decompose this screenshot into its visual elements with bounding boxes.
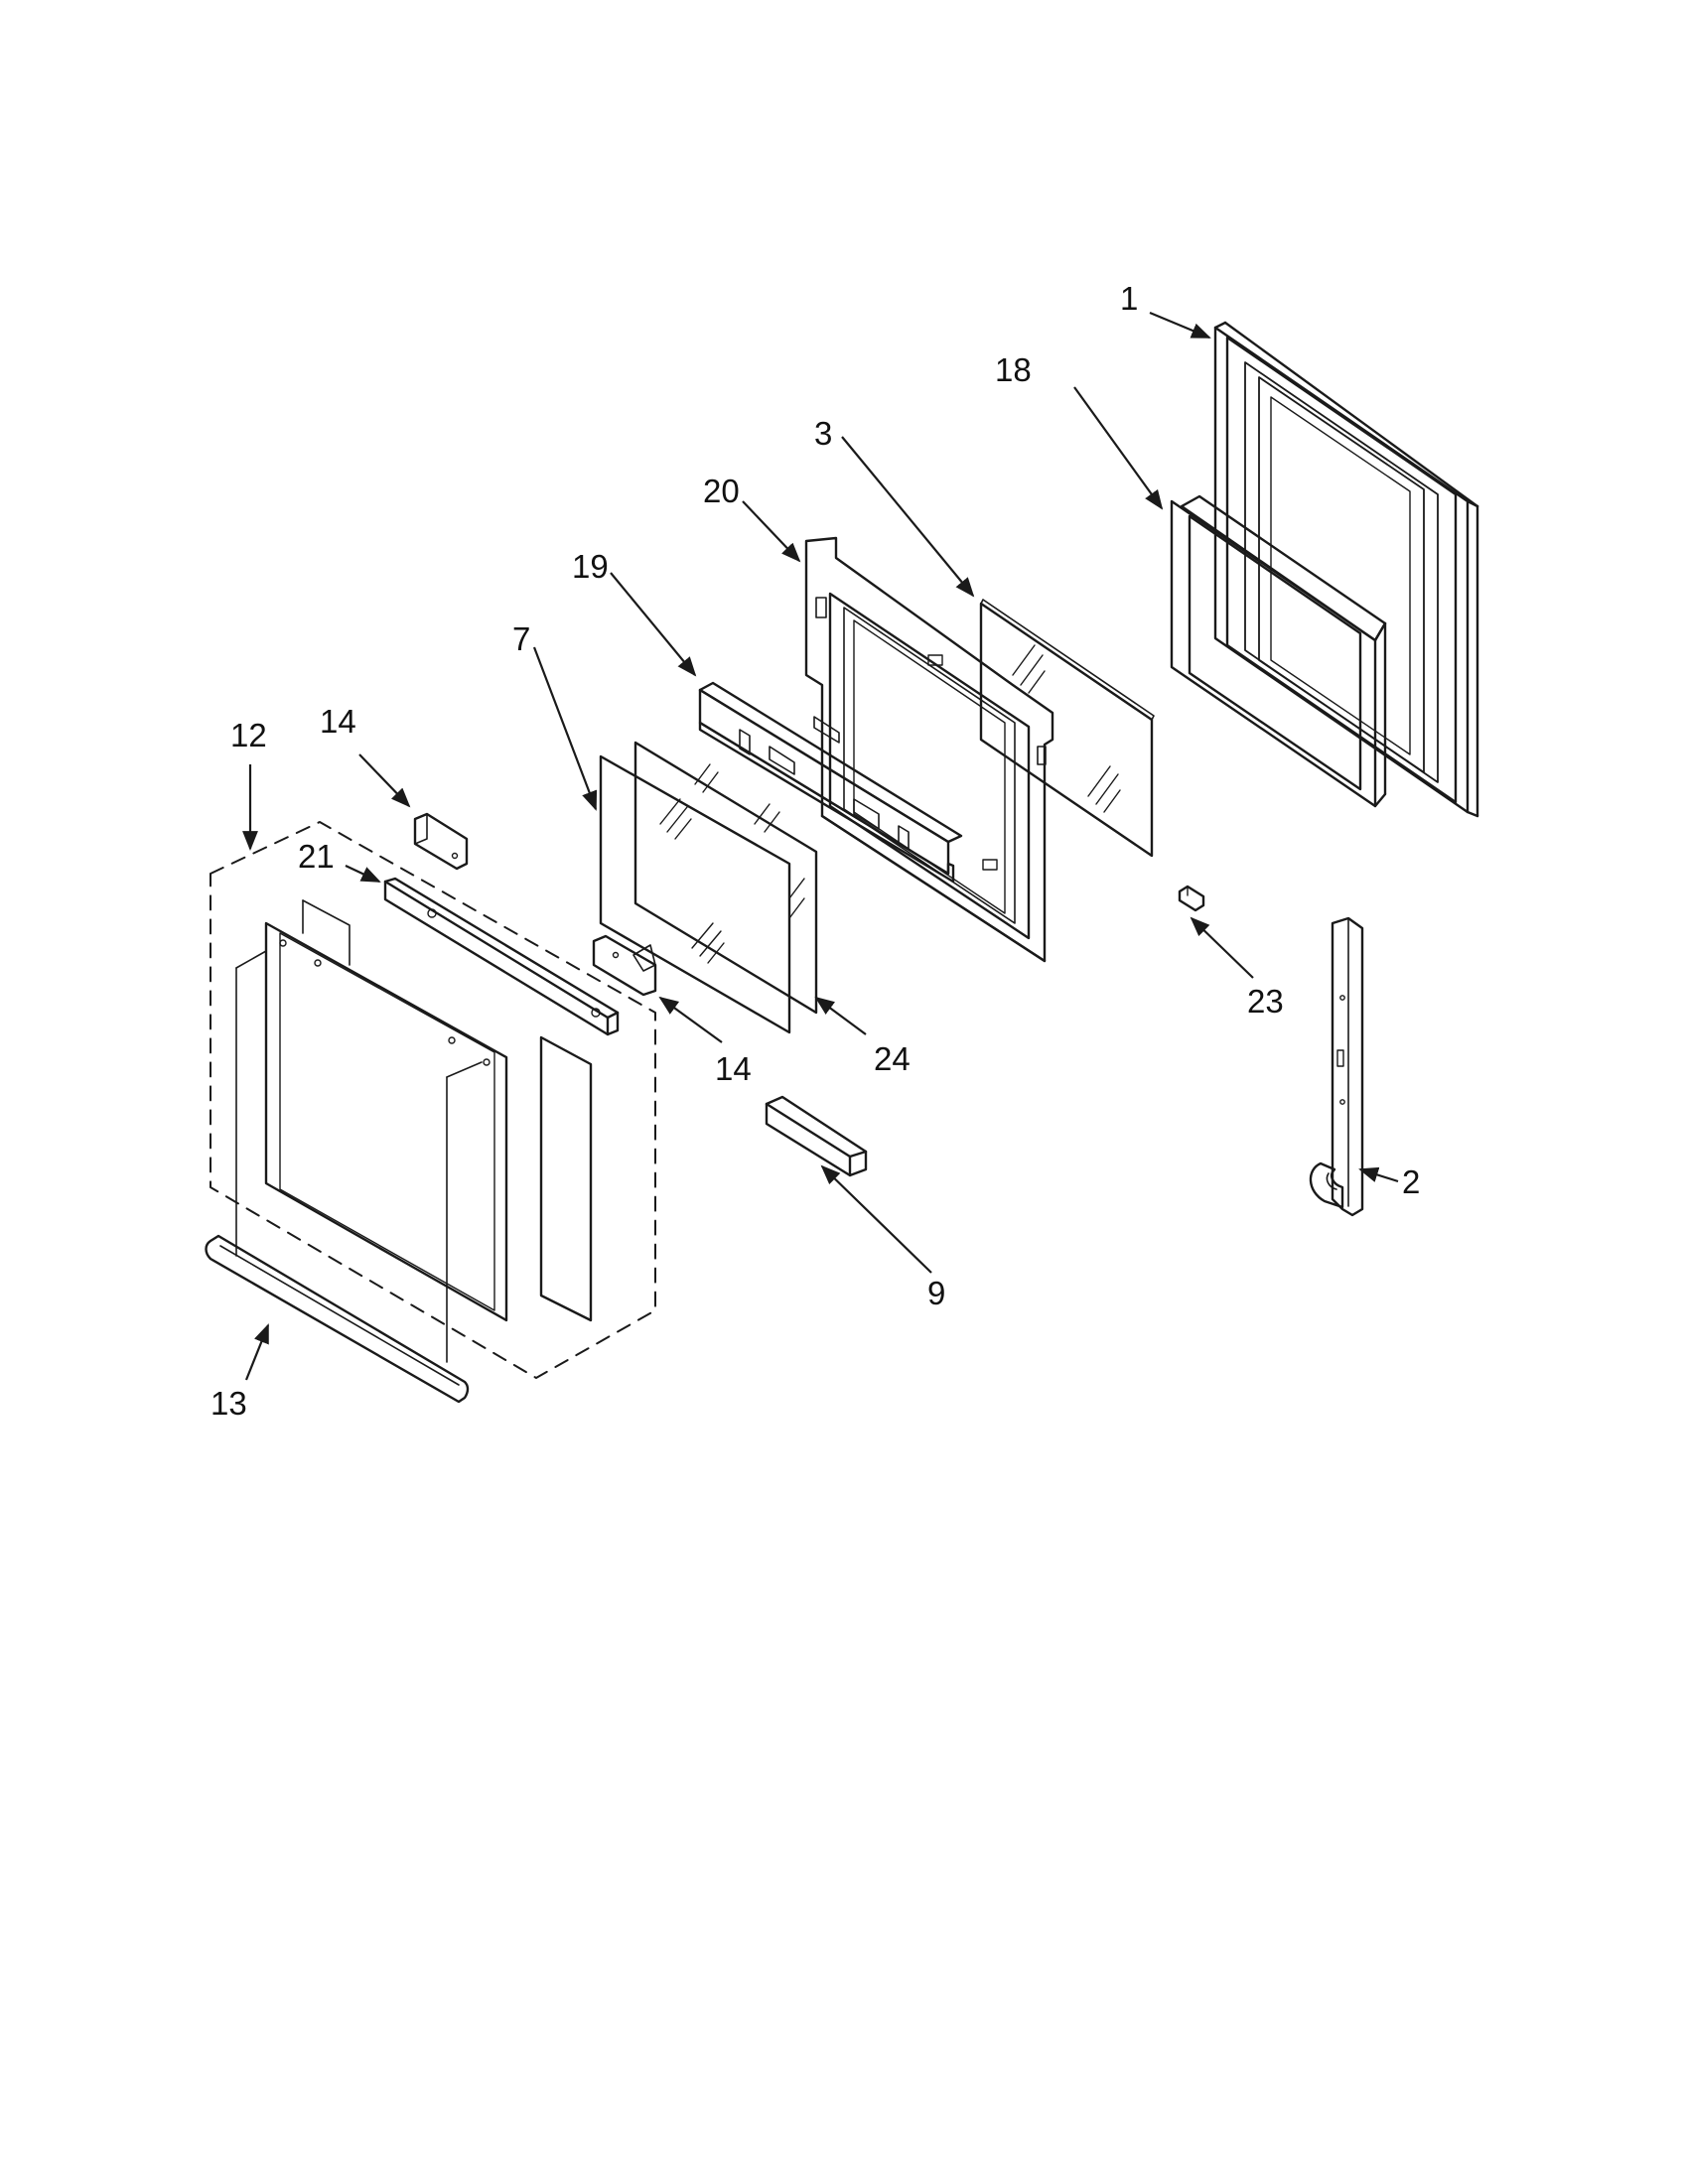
part-1-outer-door-panel [1215, 323, 1477, 816]
callout-23: 23 [1247, 983, 1284, 1020]
callout-14a: 14 [320, 703, 356, 740]
part-3-glass-pane [981, 600, 1154, 856]
callout-18: 18 [995, 351, 1032, 388]
leader-7 [532, 646, 598, 811]
part-18-door-frame [1172, 496, 1385, 806]
callout-12: 12 [230, 717, 267, 753]
part-7-middle-glass [601, 756, 789, 1032]
callout-21: 21 [298, 838, 335, 875]
callout-24: 24 [874, 1040, 911, 1077]
leader-13 [244, 1323, 270, 1381]
part-13-door-handle [207, 1236, 469, 1402]
leader-14a [358, 753, 411, 808]
callout-20: 20 [703, 473, 740, 509]
part-21-top-trim [385, 879, 618, 1034]
leader-14b [658, 996, 723, 1043]
leader-1 [1149, 311, 1211, 340]
part-14-lower-bracket [594, 936, 655, 995]
callout-9: 9 [927, 1275, 945, 1311]
callout-7: 7 [512, 620, 530, 657]
callout-19: 19 [572, 548, 609, 585]
leader-21 [345, 865, 381, 883]
part-19-heat-shield [700, 683, 961, 882]
leader-23 [1190, 916, 1254, 979]
leader-9 [820, 1164, 932, 1274]
callout-3: 3 [814, 415, 832, 452]
part-12-outer-door-assembly [210, 822, 655, 1378]
leader-20 [742, 500, 801, 563]
part-14-upper-bracket [415, 814, 467, 869]
callout-1: 1 [1120, 280, 1138, 317]
leader-2 [1358, 1166, 1399, 1183]
part-9-trim-strip [767, 1097, 866, 1175]
leader-3 [841, 436, 975, 598]
leader-18 [1073, 386, 1164, 510]
part-2-door-hinge [1311, 918, 1362, 1215]
part-23-clip [1180, 887, 1203, 910]
leader-19 [610, 572, 697, 677]
callout-14b: 14 [715, 1050, 752, 1087]
callout-2: 2 [1402, 1163, 1420, 1200]
callout-13: 13 [210, 1385, 247, 1422]
part-20-inner-liner [806, 538, 1052, 961]
leader-24 [814, 996, 867, 1035]
